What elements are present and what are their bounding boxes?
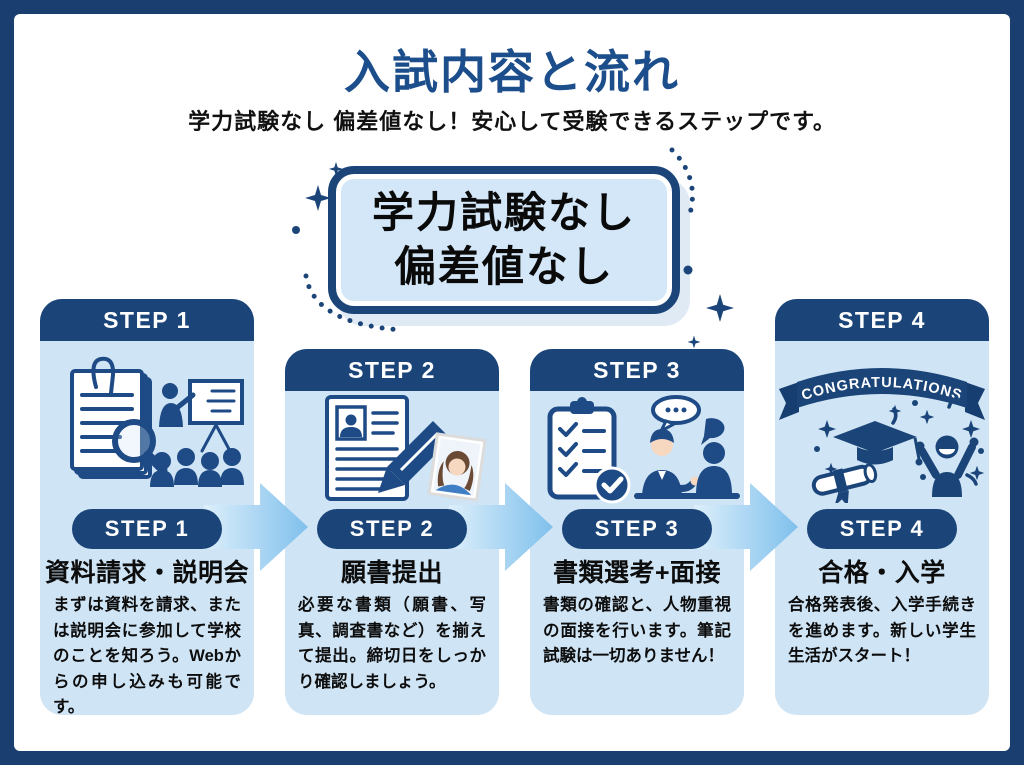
sparkle-icon	[292, 161, 344, 234]
sparkle-icon	[683, 265, 734, 349]
step1-description: まずは資料を請求、または説明会に参加して学校のことを知ろう。Webからの申し込み…	[53, 596, 241, 717]
badge-line-2: 偏差値なし	[393, 243, 614, 290]
arrow-right-icon	[694, 483, 798, 571]
dotted-arc-icon	[669, 147, 695, 223]
step1-header: STEP 1	[40, 299, 254, 341]
step4-description: 合格発表後、入学手続きを進めます。新しい学生生活がスタート！	[788, 596, 976, 666]
arrow-right-icon	[204, 483, 308, 571]
highlight-badge: 学力試験なし 偏差値なし	[328, 166, 680, 314]
graduation-celebration-icon: CONGRATULATIONS	[779, 368, 985, 503]
page-subtitle: 学力試験なし 偏差値なし！安心して受験できるステップです。	[188, 109, 836, 134]
step4-header: STEP 4	[775, 299, 989, 341]
step4-pill: STEP 4	[807, 509, 957, 549]
clipboard-checklist-interview-icon	[547, 395, 740, 504]
step3-header: STEP 3	[530, 349, 744, 391]
documents-magnifier-presentation-icon	[70, 356, 244, 487]
page-title: 入試内容と流れ	[344, 46, 680, 98]
application-form-pen-photo-icon	[325, 395, 487, 502]
step1-title: 資料請求・説明会	[44, 559, 249, 587]
dotted-arc-icon	[303, 273, 405, 333]
step3-pill: STEP 3	[562, 509, 712, 549]
step2-title: 願書提出	[340, 559, 443, 587]
badge-line-1: 学力試験なし	[371, 189, 636, 237]
arrow-right-icon	[449, 483, 553, 571]
step4-title: 合格・入学	[818, 559, 946, 587]
step2-description: 必要な書類（願書、写真、調査書など）を揃えて提出。締切日をしっかり確認しましょう…	[298, 596, 486, 691]
step-card-1: STEP 1	[40, 299, 254, 716]
step3-title: 書類選考+面接	[552, 559, 722, 587]
step1-pill: STEP 1	[72, 509, 222, 549]
step3-description: 書類の確認と、人物重視の面接を行います。筆記試験は一切ありません！	[543, 596, 731, 666]
step2-pill: STEP 2	[317, 509, 467, 549]
step-card-2: STEP 2	[285, 349, 499, 715]
step-card-4: STEP 4 CONGRATULATIONS	[775, 299, 989, 715]
step2-header: STEP 2	[285, 349, 499, 391]
step-card-3: STEP 3	[530, 349, 744, 715]
